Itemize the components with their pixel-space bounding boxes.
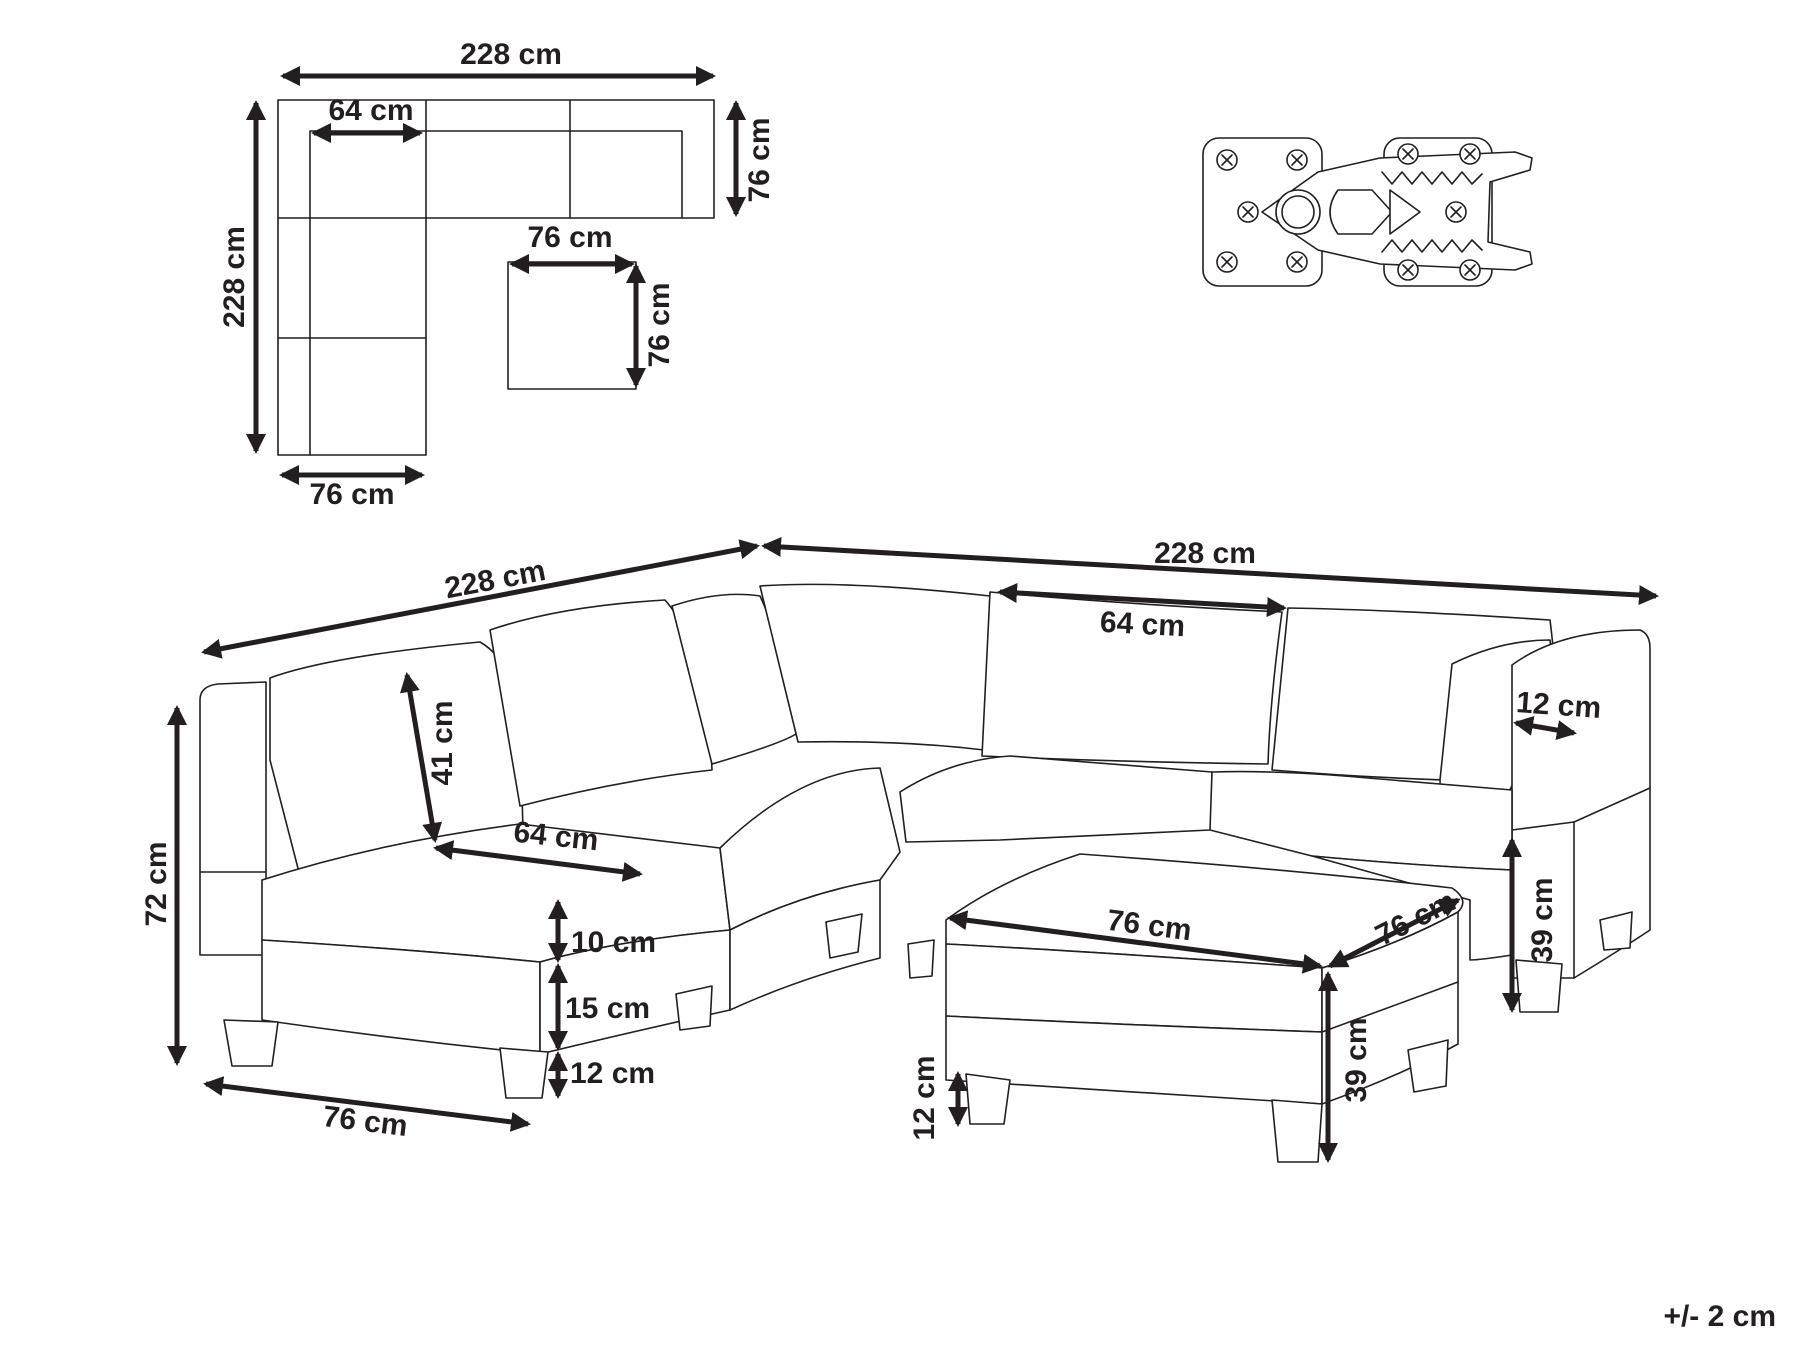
back-cushion-width-label: 64 cm bbox=[1099, 606, 1186, 643]
l-sofa-back-line bbox=[309, 130, 683, 456]
dim-arrow bbox=[201, 539, 760, 659]
connector-bracket-icon bbox=[1202, 137, 1533, 287]
back-cushion-height-label: 41 cm bbox=[426, 700, 459, 785]
bracket-hole-inner bbox=[1281, 195, 1315, 229]
top-view-dimensions: 228 cm 64 cm 228 cm 76 cm 76 cm 76 cm 76… bbox=[218, 38, 776, 511]
top-overall-depth-label: 228 cm bbox=[218, 226, 251, 328]
cushion-thickness-label: 10 cm bbox=[571, 926, 656, 959]
top-ottoman-depth-label: 76 cm bbox=[643, 282, 676, 367]
screw-icons bbox=[1216, 143, 1481, 281]
dim-arrow bbox=[399, 672, 443, 843]
armrest-seam bbox=[1573, 787, 1651, 823]
top-seat-width-label: 64 cm bbox=[328, 94, 413, 127]
bracket-teeth-bottom bbox=[1381, 239, 1483, 253]
bracket-triangle bbox=[1389, 189, 1421, 235]
middle-seat-base bbox=[729, 879, 881, 1011]
corner-back-cushion bbox=[759, 583, 991, 751]
armrest-width-label: 12 cm bbox=[1515, 686, 1602, 725]
dim-arrow bbox=[1327, 897, 1461, 969]
top-overall-width-label: 228 cm bbox=[460, 38, 562, 71]
dim-arrow bbox=[947, 910, 1323, 974]
tolerance-label: +/- 2 cm bbox=[1663, 1300, 1776, 1333]
seat-height-label: 39 cm bbox=[1526, 877, 1559, 962]
right-length-label: 228 cm bbox=[1154, 537, 1256, 570]
dim-arrow bbox=[203, 1076, 531, 1132]
ottoman-leg-height-label: 12 cm bbox=[908, 1055, 941, 1140]
dim-arrow bbox=[761, 536, 1659, 606]
dim-arrow bbox=[1513, 716, 1577, 740]
l-sofa-outline bbox=[277, 99, 715, 456]
ottoman-seam bbox=[1321, 981, 1459, 1033]
bracket-slot bbox=[1329, 189, 1393, 235]
total-height-label: 72 cm bbox=[140, 841, 173, 926]
left-armrest bbox=[199, 681, 267, 956]
base-height-label: 15 cm bbox=[565, 992, 650, 1025]
ottoman-plan bbox=[507, 261, 637, 390]
right-seat-base bbox=[1311, 855, 1513, 961]
dim-arrow bbox=[433, 840, 643, 882]
right-seat-cushion bbox=[1209, 770, 1513, 871]
top-module-width-label: 76 cm bbox=[309, 478, 394, 511]
top-view-plan bbox=[277, 99, 715, 456]
dim-arrow bbox=[997, 582, 1287, 618]
armrest-seam bbox=[1511, 821, 1575, 831]
legs bbox=[223, 911, 1633, 1163]
bracket-teeth-top bbox=[1381, 171, 1483, 185]
top-module-depth-label: 76 cm bbox=[743, 117, 776, 202]
leg-height-label: 12 cm bbox=[570, 1057, 655, 1090]
top-ottoman-width-label: 76 cm bbox=[527, 221, 612, 254]
ottoman-height-label: 39 cm bbox=[1340, 1017, 1373, 1102]
corner-seat-cushion bbox=[899, 755, 1216, 843]
